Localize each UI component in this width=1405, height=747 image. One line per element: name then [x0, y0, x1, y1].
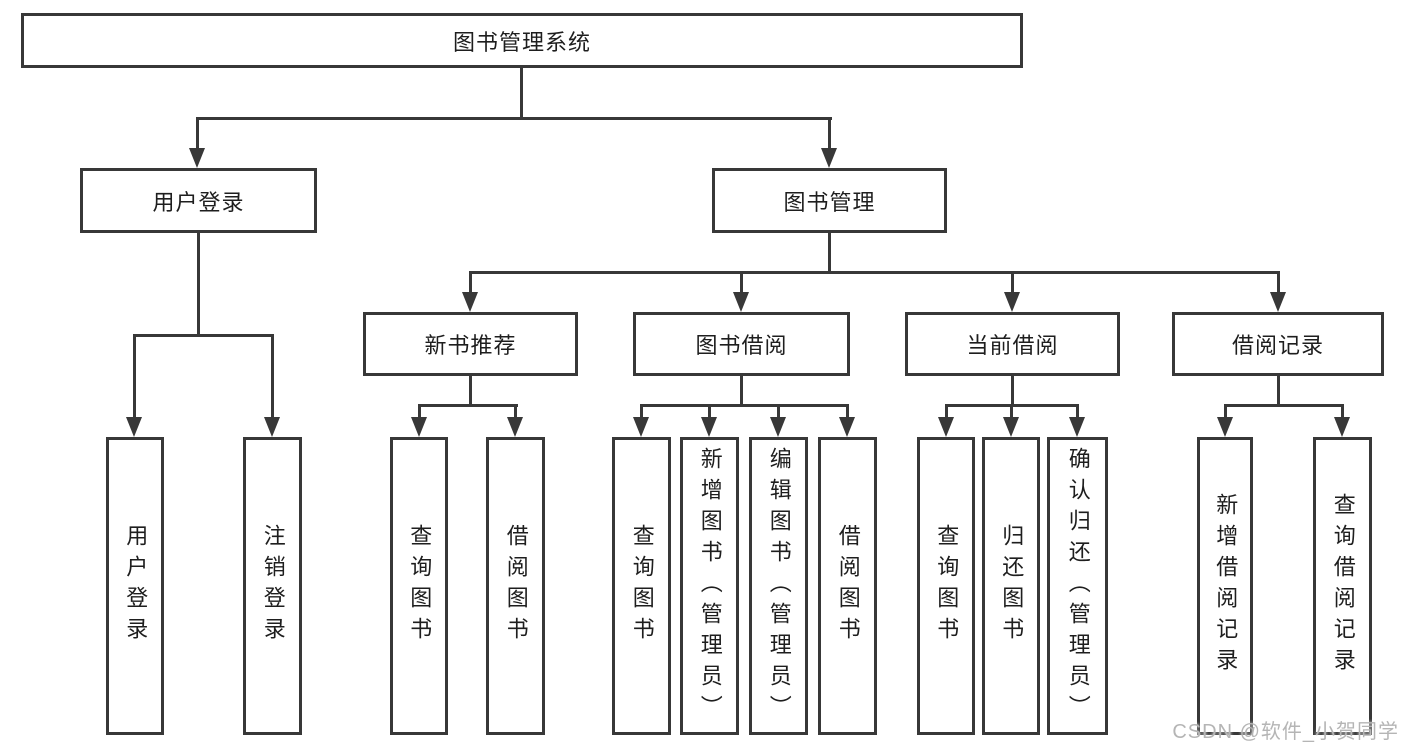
- connector-line: [640, 404, 643, 419]
- connector-line: [777, 404, 780, 419]
- connector-arrowhead: [126, 417, 142, 437]
- node-borrowing-records-label: 借阅记录: [1231, 333, 1324, 358]
- csdn-watermark: CSDN @软件_小贺同学: [1172, 721, 1399, 743]
- leaf-query-books-recommend: 查询图书: [390, 437, 448, 735]
- connector-line: [640, 404, 849, 407]
- connector-arrowhead: [264, 417, 280, 437]
- connector-line: [469, 271, 472, 294]
- connector-line: [708, 404, 711, 419]
- connector-arrowhead: [1004, 292, 1020, 312]
- connector-line: [740, 271, 743, 294]
- connector-line: [133, 334, 136, 419]
- node-book-management: 图书管理: [712, 168, 947, 233]
- leaf-add-borrow-record-label: 新增借阅记录: [1213, 493, 1239, 679]
- connector-arrowhead: [1003, 417, 1019, 437]
- leaf-confirm-return-admin-label: 确认归还（管理员）: [1065, 446, 1091, 726]
- leaf-user-login-label: 用户登录: [123, 524, 149, 648]
- leaf-add-borrow-record: 新增借阅记录: [1197, 437, 1253, 735]
- connector-arrowhead: [770, 417, 786, 437]
- leaf-add-books-admin: 新增图书（管理员）: [680, 437, 739, 735]
- connector-line: [197, 233, 200, 337]
- connector-line: [846, 404, 849, 419]
- connector-arrowhead: [1069, 417, 1085, 437]
- leaf-borrow-books-recommend-label: 借阅图书: [503, 524, 529, 648]
- node-user-login-label: 用户登录: [152, 189, 245, 215]
- node-borrowing-records: 借阅记录: [1172, 312, 1384, 376]
- leaf-query-borrow-record-label: 查询借阅记录: [1330, 493, 1356, 679]
- connector-arrowhead: [839, 417, 855, 437]
- connector-arrowhead: [633, 417, 649, 437]
- connector-line: [196, 117, 832, 120]
- connector-arrowhead: [701, 417, 717, 437]
- connector-arrowhead: [733, 292, 749, 312]
- connector-arrowhead: [189, 148, 205, 168]
- connector-line: [1277, 271, 1280, 294]
- node-current-borrowing-label: 当前借阅: [966, 333, 1059, 358]
- connector-line: [1341, 404, 1344, 419]
- connector-line: [1011, 271, 1014, 294]
- connector-arrowhead: [1334, 417, 1350, 437]
- leaf-logout: 注销登录: [243, 437, 302, 735]
- node-book-management-label: 图书管理: [783, 189, 876, 215]
- connector-line: [196, 117, 199, 150]
- connector-line: [1011, 376, 1014, 407]
- leaf-query-books-borrowing: 查询图书: [612, 437, 671, 735]
- node-book-borrowing: 图书借阅: [633, 312, 850, 376]
- leaf-query-books-current-label: 查询图书: [934, 524, 960, 648]
- leaf-query-books-current: 查询图书: [917, 437, 975, 735]
- node-library-system: 图书管理系统: [21, 13, 1023, 68]
- leaf-borrow-books-label: 借阅图书: [835, 524, 861, 648]
- connector-arrowhead: [1270, 292, 1286, 312]
- leaf-return-books: 归还图书: [982, 437, 1040, 735]
- connector-arrowhead: [821, 148, 837, 168]
- connector-arrowhead: [462, 292, 478, 312]
- connector-line: [271, 334, 274, 419]
- connector-line: [1224, 404, 1227, 419]
- connector-line: [1224, 404, 1344, 407]
- connector-line: [514, 404, 517, 419]
- leaf-borrow-books: 借阅图书: [818, 437, 877, 735]
- connector-line: [945, 404, 948, 419]
- connector-line: [1277, 376, 1280, 407]
- connector-line: [418, 404, 421, 419]
- leaf-user-login: 用户登录: [106, 437, 164, 735]
- connector-line: [469, 271, 1280, 274]
- connector-arrowhead: [1217, 417, 1233, 437]
- leaf-borrow-books-recommend: 借阅图书: [486, 437, 545, 735]
- node-book-borrowing-label: 图书借阅: [695, 333, 788, 358]
- connector-line: [828, 233, 831, 274]
- leaf-edit-books-admin-label: 编辑图书（管理员）: [766, 446, 792, 726]
- connector-arrowhead: [411, 417, 427, 437]
- connector-arrowhead: [507, 417, 523, 437]
- leaf-query-books-recommend-label: 查询图书: [407, 524, 433, 648]
- node-user-login: 用户登录: [80, 168, 317, 233]
- node-new-book-recommend-label: 新书推荐: [424, 333, 517, 358]
- connector-line: [469, 376, 472, 407]
- node-new-book-recommend: 新书推荐: [363, 312, 578, 376]
- leaf-edit-books-admin: 编辑图书（管理员）: [749, 437, 808, 735]
- leaf-logout-label: 注销登录: [260, 524, 286, 648]
- connector-line: [133, 334, 274, 337]
- leaf-query-borrow-record: 查询借阅记录: [1313, 437, 1372, 735]
- leaf-confirm-return-admin: 确认归还（管理员）: [1047, 437, 1108, 735]
- node-current-borrowing: 当前借阅: [905, 312, 1120, 376]
- connector-line: [520, 68, 523, 118]
- node-library-system-label: 图书管理系统: [452, 29, 591, 55]
- connector-arrowhead: [938, 417, 954, 437]
- leaf-add-books-admin-label: 新增图书（管理员）: [697, 446, 723, 726]
- leaf-return-books-label: 归还图书: [999, 524, 1025, 648]
- connector-line: [1010, 404, 1013, 419]
- connector-line: [828, 117, 831, 150]
- connector-line: [740, 376, 743, 407]
- leaf-query-books-borrowing-label: 查询图书: [629, 524, 655, 648]
- connector-line: [418, 404, 518, 407]
- connector-line: [1076, 404, 1079, 419]
